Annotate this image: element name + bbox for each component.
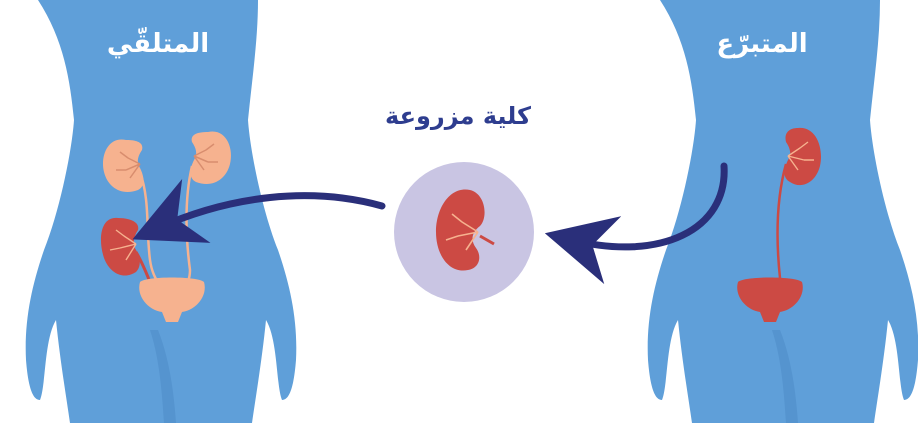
donor-body [648,0,918,423]
transplanted-kidney-label: كلية مزروعة [385,102,531,130]
recipient-label: المتلقّي [107,27,209,59]
recipient-body [26,0,297,423]
donor-label: المتبرّع [716,29,807,59]
